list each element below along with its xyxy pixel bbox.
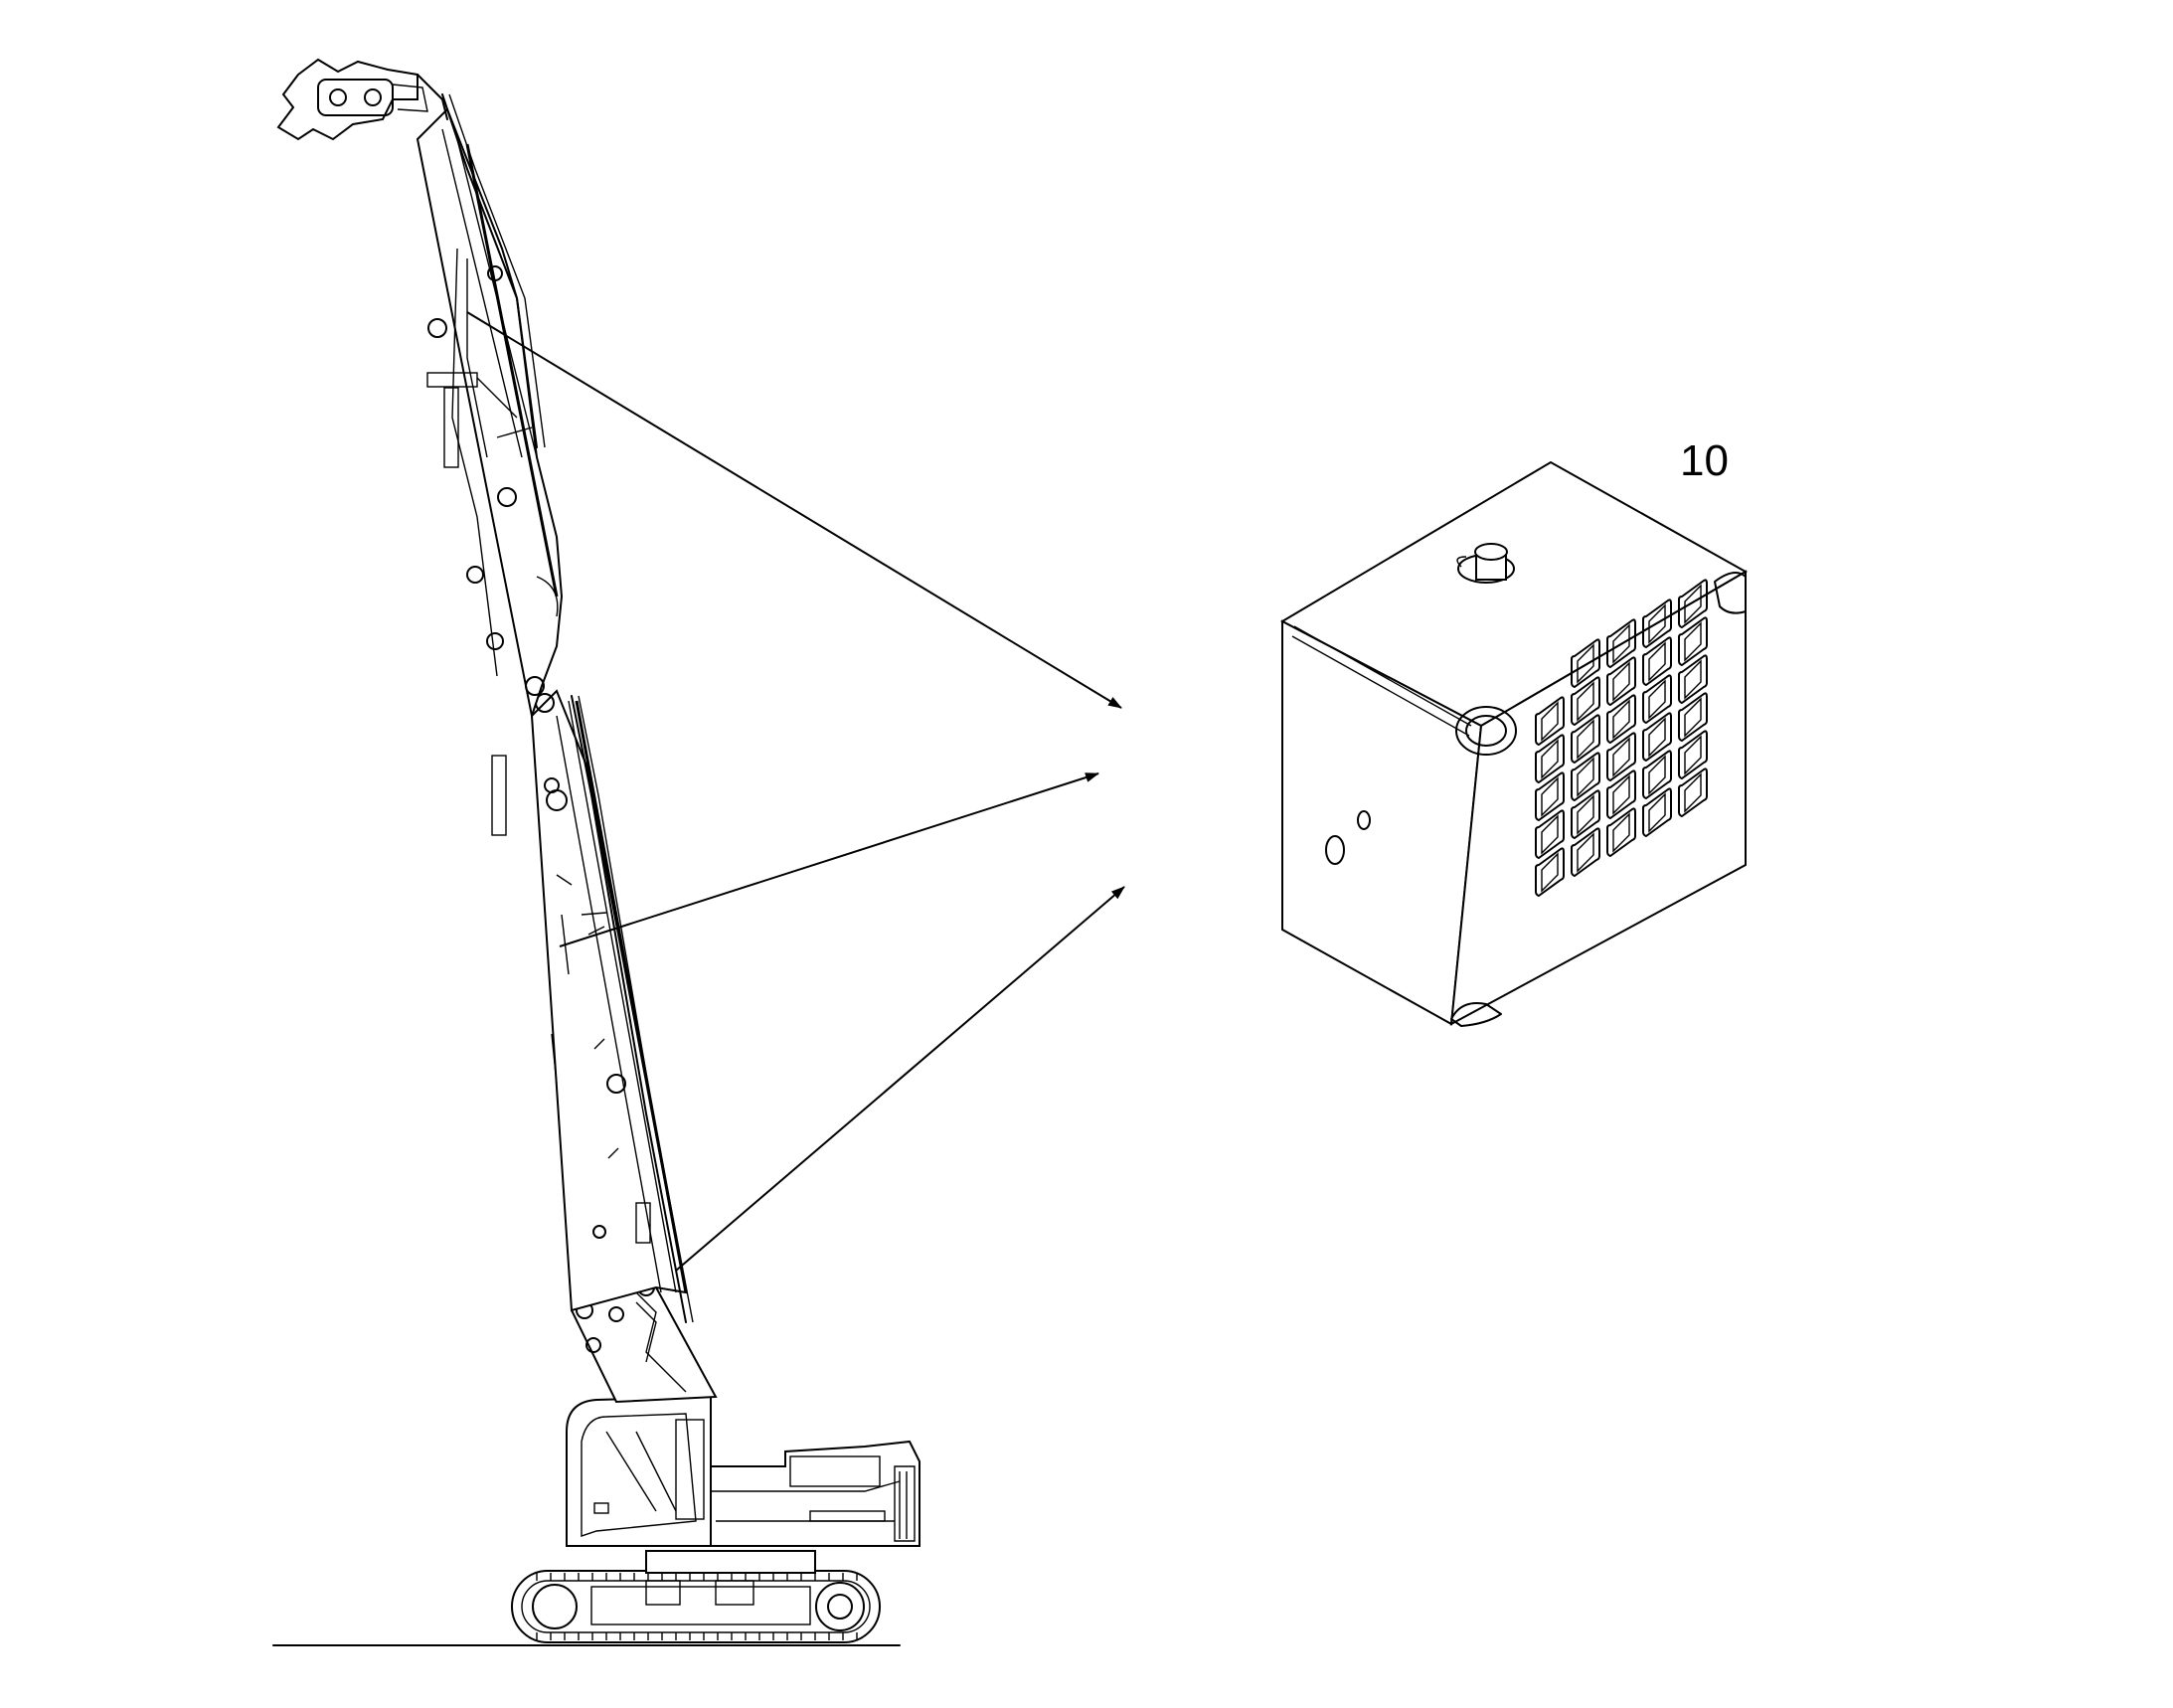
cab [566, 1395, 712, 1547]
grille-opening [1535, 771, 1565, 821]
grille-opening [1571, 676, 1600, 726]
ventilation-grille [1535, 579, 1708, 897]
grille-opening [1571, 638, 1600, 688]
grille-opening-inner [1577, 757, 1594, 797]
leader-arrow-upper [466, 311, 1122, 709]
grille-opening [1642, 787, 1672, 837]
grille-opening [1606, 769, 1636, 819]
grille-opening [1642, 598, 1672, 648]
boom-upper [416, 107, 564, 836]
grille-opening-inner [1577, 794, 1594, 835]
grille-opening [1678, 654, 1708, 704]
grille-opening [1606, 732, 1636, 781]
grille-opening-inner [1684, 659, 1702, 700]
grille-opening [1571, 714, 1600, 764]
boom-middle [530, 689, 688, 1312]
grille-opening-inner [1648, 603, 1666, 644]
mounting-hole [1357, 810, 1371, 830]
leader-arrows [466, 311, 1125, 1272]
leader-arrow-middle [559, 772, 1099, 947]
turntable [645, 1550, 816, 1574]
grille-opening-inner [1684, 772, 1702, 813]
grille-opening [1606, 656, 1636, 706]
grille-opening-inner [1648, 641, 1666, 682]
boom-lower [570, 1279, 718, 1404]
grille-opening [1642, 712, 1672, 762]
mounting-hole [1325, 835, 1345, 865]
excavator [276, 58, 920, 1643]
grille-opening-inner [1577, 681, 1594, 722]
grille-opening [1678, 692, 1708, 742]
lifting-eye [1455, 706, 1517, 756]
grille-opening [1571, 827, 1600, 877]
grille-opening-inner [1541, 852, 1559, 893]
protective-grille-box [1279, 460, 1749, 1027]
grille-opening-inner [1612, 661, 1630, 702]
grille-opening [1535, 734, 1565, 783]
grille-opening [1642, 674, 1672, 724]
grille-opening [1678, 616, 1708, 666]
grille-opening-inner [1612, 623, 1630, 664]
grille-opening-inner [1612, 737, 1630, 777]
grille-opening-inner [1541, 701, 1559, 742]
grille-opening-inner [1541, 814, 1559, 855]
grille-opening-inner [1541, 776, 1559, 817]
grille-opening-inner [1684, 735, 1702, 775]
grille-opening [1606, 694, 1636, 744]
grille-opening [1606, 618, 1636, 668]
grille-opening-inner [1541, 739, 1559, 779]
fill-cap [1456, 543, 1515, 584]
crawler-track [511, 1570, 881, 1643]
grille-opening-inner [1684, 621, 1702, 662]
grille-opening-inner [1612, 774, 1630, 815]
grille-opening [1642, 636, 1672, 686]
grille-opening-inner [1648, 755, 1666, 795]
callout-number: 10 [1680, 436, 1729, 485]
grille-opening [1678, 730, 1708, 779]
grille-opening-inner [1577, 719, 1594, 760]
grille-opening-inner [1577, 832, 1594, 873]
grille-opening [1678, 579, 1708, 628]
grille-opening-inner [1648, 792, 1666, 833]
grille-opening-inner [1648, 679, 1666, 720]
hydraulic-lines [441, 93, 694, 1323]
grille-opening [1642, 750, 1672, 799]
grille-opening [1678, 768, 1708, 817]
upper-structure [695, 1440, 920, 1547]
grille-opening [1571, 752, 1600, 801]
grille-opening [1535, 696, 1565, 746]
grille-opening-inner [1684, 584, 1702, 624]
grille-opening-inner [1612, 812, 1630, 853]
grille-opening-inner [1612, 699, 1630, 740]
grille-opening [1535, 847, 1565, 897]
grille-opening-inner [1648, 717, 1666, 758]
demolition-shear [276, 58, 448, 141]
leader-arrow-lower [675, 886, 1125, 1272]
grille-opening-inner [1577, 643, 1594, 684]
grille-opening [1571, 789, 1600, 839]
grille-opening [1535, 809, 1565, 859]
grille-opening-inner [1684, 697, 1702, 738]
grille-opening [1606, 807, 1636, 857]
